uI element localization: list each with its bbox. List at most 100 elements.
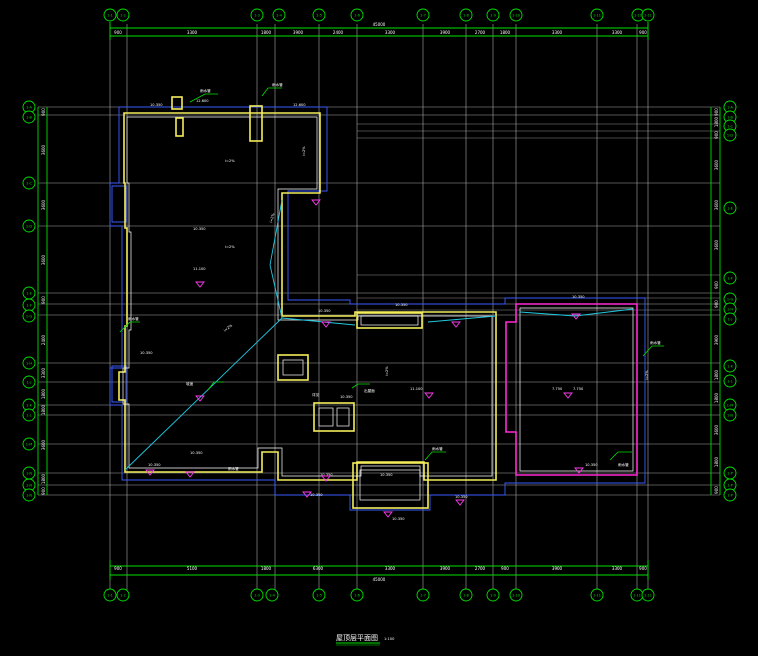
dim-text: 1800 [714, 369, 719, 380]
svg-text:1-11: 1-11 [633, 594, 641, 598]
axis-bubble: 1-4 [265, 588, 279, 602]
svg-text:1-3: 1-3 [254, 594, 260, 598]
dim-bottom-segments: 900 5100 1800 6300 3300 3900 2700 900 39… [114, 566, 647, 571]
axis-bubble: 1-H [22, 356, 36, 370]
drawing-title-block: 屋顶层平面图 1:100 [336, 634, 395, 646]
elevation-label: 12.600 [196, 99, 209, 103]
svg-text:1-L: 1-L [727, 380, 732, 384]
elevation-label: 10.350 [395, 303, 408, 307]
axis-bubble: 1-D [723, 128, 737, 142]
svg-text:1-K: 1-K [727, 365, 733, 369]
dim-text: 900 [114, 566, 122, 571]
axis-bubble: 1-11 [590, 8, 604, 22]
axis-bubble: 1-10 [509, 588, 523, 602]
svg-text:1-M: 1-M [26, 443, 33, 447]
dim-text: 6300 [313, 566, 324, 571]
axis-bubble: 1-F [22, 298, 36, 312]
dim-text: 3600 [714, 159, 719, 170]
dim-text: 2400 [41, 334, 46, 345]
dim-text: 3600 [714, 424, 719, 435]
dim-text: 1800 [41, 473, 46, 484]
elevation-label: 7.750 [573, 387, 584, 391]
axis-bubble: 1-L [723, 374, 737, 388]
svg-text:1-9: 1-9 [490, 14, 496, 18]
svg-text:1-J: 1-J [728, 318, 733, 322]
svg-text:1-E: 1-E [727, 207, 733, 211]
svg-text:1-10: 1-10 [512, 594, 520, 598]
dim-text: 3600 [714, 239, 719, 250]
dim-text: 3300 [385, 566, 396, 571]
svg-text:1-B: 1-B [26, 116, 32, 120]
elevation-label: 出屋面 [364, 388, 375, 393]
svg-text:1-E: 1-E [26, 292, 32, 296]
svg-text:1-11: 1-11 [593, 14, 601, 18]
axis-bubble: 1-L [22, 408, 36, 422]
axis-bubble: 1-M [22, 437, 36, 451]
svg-text:1-4: 1-4 [276, 14, 282, 18]
dim-right-segments: 900 1800 900 3600 3600 3600 900 900 3900… [714, 108, 719, 494]
svg-text:1-G: 1-G [26, 315, 33, 319]
dim-text: 2700 [475, 30, 486, 35]
dim-text: 900 [114, 30, 122, 35]
parapet-walls [118, 96, 497, 509]
dim-text: 3300 [41, 367, 46, 378]
svg-text:1-J: 1-J [27, 381, 32, 385]
axis-bubble: 1-P [723, 488, 737, 502]
svg-text:1-A: 1-A [727, 106, 733, 110]
axis-bubble: 1-11 [641, 588, 655, 602]
axis-bubble: 1-E [22, 286, 36, 300]
axis-bubble: 1-7 [416, 8, 430, 22]
dim-text: 900 [714, 281, 719, 289]
svg-text:1-11: 1-11 [634, 14, 642, 18]
dim-text: 5100 [187, 566, 198, 571]
dimension-lines [37, 22, 721, 580]
axis-bubble: 1-P [723, 466, 737, 480]
dim-left-segments: 900 3600 3600 3600 900 2400 3300 1800 18… [41, 108, 46, 495]
svg-text:1-1: 1-1 [107, 594, 113, 598]
dim-text: 3600 [41, 254, 46, 265]
dim-text: 1800 [41, 388, 46, 399]
axis-bubble: 1-N [723, 408, 737, 422]
dim-text: 1800 [261, 566, 272, 571]
svg-text:1-5: 1-5 [316, 14, 322, 18]
ridge-lines [124, 199, 634, 471]
right-wing-parapet [505, 303, 638, 476]
slope-label: i=2% [225, 245, 235, 249]
svg-text:1-1: 1-1 [107, 14, 113, 18]
dim-text: 900 [714, 486, 719, 494]
elevation-label: 10.350 [148, 463, 161, 467]
dim-text: 3600 [41, 144, 46, 155]
elevation-label: 10.350 [572, 295, 585, 299]
axis-bubble: 1-11 [590, 588, 604, 602]
svg-text:1-11: 1-11 [644, 594, 652, 598]
note-label: 雨水管 [200, 88, 211, 93]
dim-text: 3900 [293, 30, 304, 35]
svg-text:1-D: 1-D [727, 134, 733, 138]
elevation-label: 坡度 [186, 381, 194, 386]
dim-text: 1800 [261, 30, 272, 35]
svg-text:1-6: 1-6 [354, 14, 360, 18]
svg-text:1-B: 1-B [727, 116, 733, 120]
elevation-label: 11.100 [193, 267, 206, 271]
svg-text:1-A: 1-A [26, 106, 32, 110]
dim-text: 1800 [714, 456, 719, 467]
svg-text:1-G: 1-G [727, 298, 734, 302]
elevation-label: 10.350 [455, 495, 468, 499]
dim-text: 3300 [612, 566, 623, 571]
svg-text:1-P: 1-P [727, 494, 733, 498]
axis-bubbles-bottom: 1-1 1-2 1-3 1-4 1-5 1-6 1-7 1-8 1-9 1-10… [103, 588, 655, 602]
dim-text: 900 [41, 108, 46, 116]
note-label: 雨水管 [650, 340, 661, 345]
axis-bubble: 1-11 [630, 588, 644, 602]
axis-bubble: 1-2 [116, 8, 130, 22]
dim-text: 900 [714, 108, 719, 116]
note-label: 雨水管 [432, 446, 443, 451]
elevation-label: 7.750 [552, 387, 563, 391]
dim-text: 1800 [41, 404, 46, 415]
svg-text:1-F: 1-F [26, 304, 32, 308]
svg-text:1-C: 1-C [727, 125, 733, 129]
axis-bubble: 1-9 [486, 8, 500, 22]
svg-text:1-3: 1-3 [254, 14, 260, 18]
dim-top-total: 45000 [373, 22, 386, 27]
